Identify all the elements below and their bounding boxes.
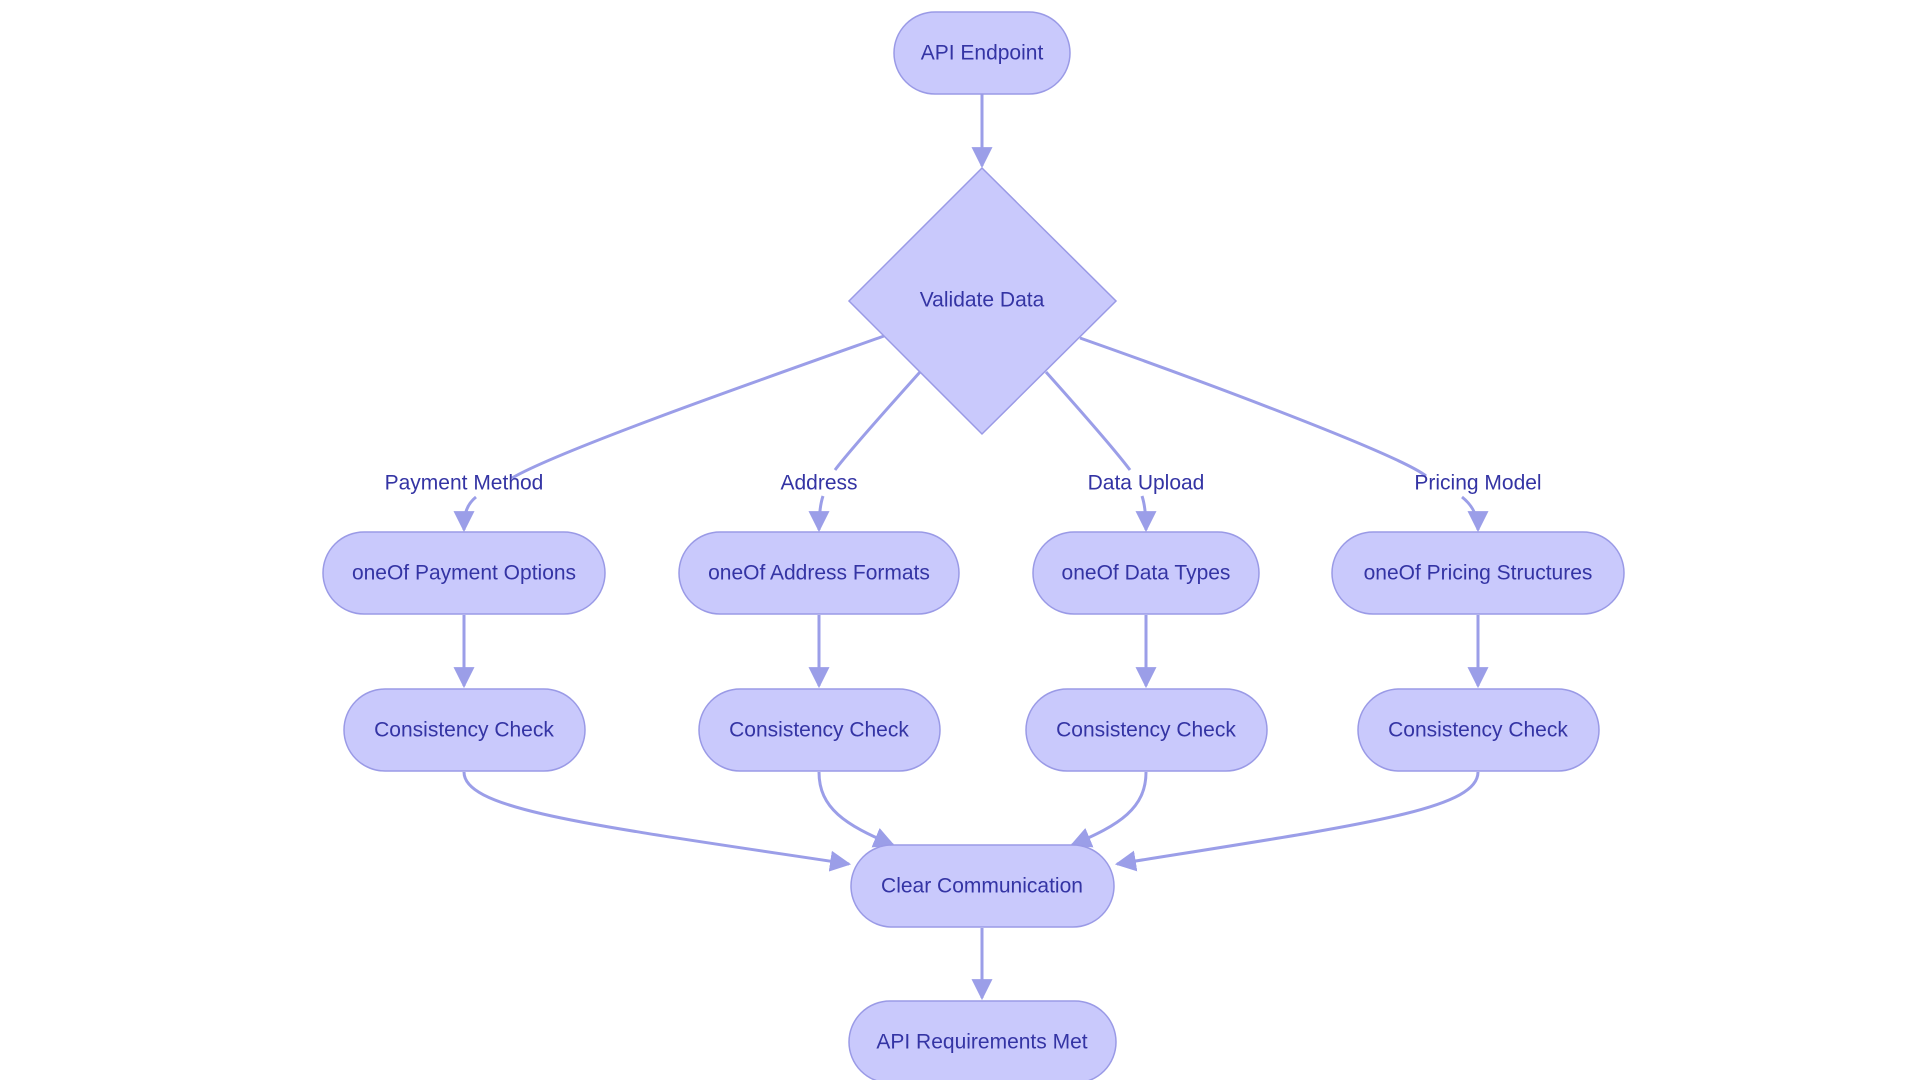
edge-label-payment-method: Payment Method (385, 472, 544, 495)
node-api-endpoint-label: API Endpoint (921, 42, 1044, 65)
node-api-endpoint: API Endpoint (893, 11, 1071, 95)
node-consistency-check-pricing-label: Consistency Check (1388, 719, 1568, 742)
node-oneof-payment-options: oneOf Payment Options (322, 531, 606, 615)
edge-payment-label-to-oneof (453, 495, 477, 533)
node-consistency-check-address-label: Consistency Check (729, 719, 909, 742)
edge-label-data-upload: Data Upload (1088, 472, 1205, 495)
edge-check-pricing-to-clear (1114, 771, 1480, 872)
edge-check-data-to-clear (1070, 771, 1148, 848)
edge-label-pricing-model: Pricing Model (1414, 472, 1541, 495)
node-validate-data: Validate Data (847, 166, 1118, 436)
node-oneof-data-types-label: oneOf Data Types (1062, 562, 1231, 585)
node-consistency-check-data-label: Consistency Check (1056, 719, 1236, 742)
edge-address-label-to-oneof (808, 495, 830, 533)
node-api-requirements-met-label: API Requirements Met (876, 1031, 1087, 1054)
edge-validate-to-pricing (1079, 336, 1427, 478)
edge-check-address-to-clear (817, 771, 895, 848)
node-consistency-check-payment: Consistency Check (343, 688, 586, 772)
edge-validate-to-payment (511, 334, 885, 480)
node-validate-data-label: Validate Data (920, 289, 1045, 312)
edge-label-address: Address (780, 472, 857, 495)
edge-validate-to-address (833, 371, 922, 471)
node-oneof-address-formats: oneOf Address Formats (678, 531, 960, 615)
edge-validate-to-dataupload (1044, 371, 1132, 471)
node-consistency-check-pricing: Consistency Check (1357, 688, 1600, 772)
edge-dataupload-label-to-oneof (1135, 495, 1157, 533)
node-consistency-check-address: Consistency Check (698, 688, 941, 772)
edge-pricing-label-to-oneof (1461, 495, 1489, 533)
node-consistency-check-data: Consistency Check (1025, 688, 1268, 772)
node-clear-communication-label: Clear Communication (881, 875, 1083, 898)
node-oneof-pricing-structures: oneOf Pricing Structures (1331, 531, 1625, 615)
node-oneof-address-formats-label: oneOf Address Formats (708, 562, 930, 585)
node-oneof-data-types: oneOf Data Types (1032, 531, 1260, 615)
node-clear-communication: Clear Communication (850, 844, 1115, 928)
edges (453, 94, 1489, 1001)
node-api-requirements-met: API Requirements Met (848, 1000, 1117, 1080)
edge-check-payment-to-clear (462, 771, 852, 872)
node-oneof-payment-options-label: oneOf Payment Options (352, 562, 576, 585)
edge-labels: Payment Method Address Data Upload Prici… (385, 472, 1542, 495)
node-oneof-pricing-structures-label: oneOf Pricing Structures (1364, 562, 1593, 585)
node-consistency-check-payment-label: Consistency Check (374, 719, 554, 742)
